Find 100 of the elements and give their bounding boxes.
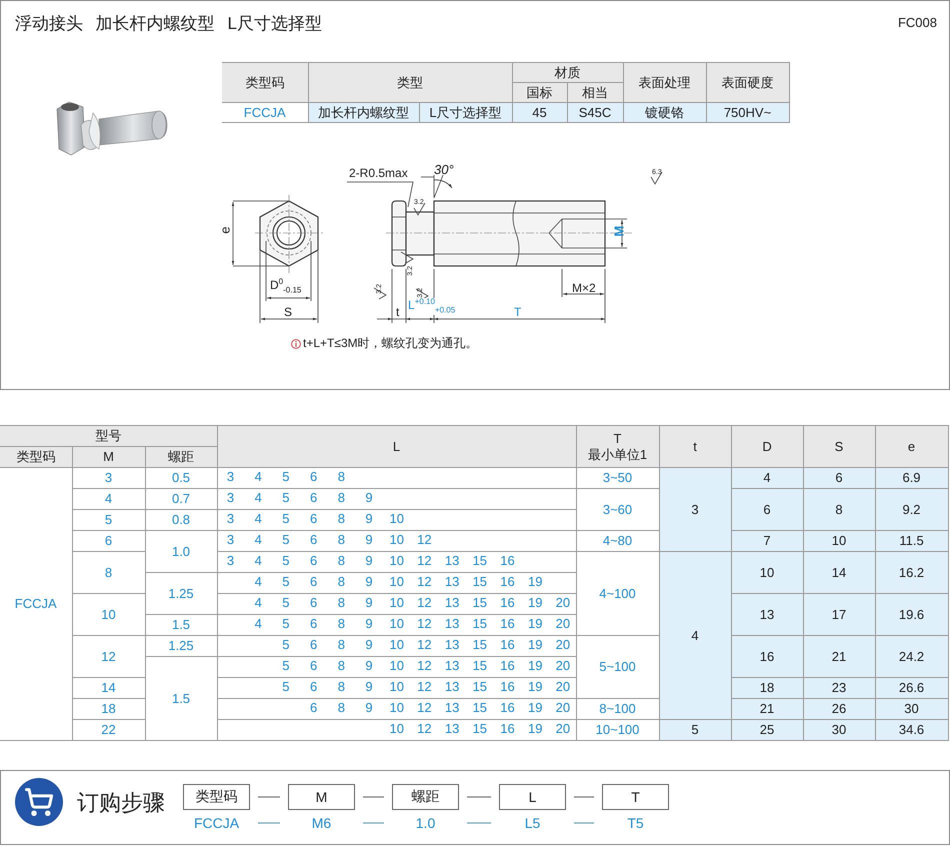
connector-line [574,822,594,824]
page-title: 浮动接头 加长杆内螺纹型 L尺寸选择型 [15,13,322,35]
column-header: 螺距 [145,446,218,468]
callout-label: 2-R0.5max [349,167,408,180]
length-option: 20 [550,658,575,674]
length-option: 13 [440,637,464,653]
column-header: 相当 [567,82,623,102]
length-option: 6 [302,511,326,527]
length-option: 19 [523,721,548,737]
length-option: 10 [384,700,409,716]
table-value: 3~50 [576,468,660,488]
field-box: T [602,784,669,810]
dimension-label: S [284,306,292,320]
length-option: 4 [246,616,270,632]
dimension-label: T [514,306,522,320]
length-option: 16 [496,574,520,590]
length-option: 10 [384,595,409,611]
table-value: 6 [731,488,804,530]
column-header: e [875,426,948,468]
column-header: 类型 [308,62,512,102]
table-value: 0.7 [145,488,218,510]
table-value: 14 [803,552,876,594]
angle-label: 30° [434,163,454,178]
connector-line [362,822,384,824]
column-header: S [803,426,876,468]
length-option: 13 [440,574,464,590]
length-option: 9 [357,595,382,611]
table-value: 0.8 [145,510,218,530]
length-option: 13 [440,658,464,674]
table-value: 23 [803,678,876,698]
length-option: 8 [329,511,354,527]
length-option: 15 [468,721,492,737]
length-option: 9 [357,700,382,716]
length-option: 9 [357,532,382,548]
length-option: 9 [357,616,382,632]
length-option: 5 [274,511,298,527]
table-value: 16 [731,636,804,678]
length-option: 10 [384,616,409,632]
dimension-label: t [396,306,400,320]
table-value: 750HV~ [706,102,789,122]
length-option: 9 [357,574,382,590]
length-option: 8 [329,532,354,548]
length-option: 3 [218,490,243,506]
length-option: 10 [384,679,409,695]
length-option: 5 [274,658,298,674]
column-header: 表面硬度 [706,62,789,102]
length-option: 20 [550,721,575,737]
table-value: FCCJA [0,468,72,740]
table-value: 24.2 [875,636,948,678]
table-value: 10 [72,594,145,636]
table-value: 6 [72,530,145,552]
length-option: 8 [329,490,354,506]
length-option: 6 [302,700,326,716]
length-option: 8 [329,679,354,695]
length-option: 9 [357,490,382,506]
length-option: 10 [384,574,409,590]
length-option: 8 [329,658,354,674]
length-option: 19 [523,616,548,632]
table-value: 1.25 [145,636,218,656]
length-option: 16 [496,679,520,695]
length-option: 3 [218,469,243,485]
table-value: 25 [731,720,804,740]
length-option: 9 [357,511,382,527]
length-option: 19 [523,700,548,716]
table-value: 34.6 [875,720,948,740]
length-option: 12 [412,553,436,569]
length-option: 12 [412,616,436,632]
length-option: 12 [412,637,436,653]
length-option: 12 [412,532,436,548]
table-value: 4 [659,552,732,720]
field-box: 类型码 [183,784,250,810]
table-value: 7 [731,530,804,552]
length-option: 8 [329,700,354,716]
length-option: 9 [357,637,382,653]
table-value: 4 [72,488,145,510]
length-option: 9 [357,553,382,569]
table-value: 21 [731,698,804,720]
table-value: 3 [72,468,145,488]
length-option: 4 [246,553,270,569]
length-option: 15 [468,658,492,674]
length-option: 10 [384,637,409,653]
table-value: 13 [731,594,804,636]
length-option: 13 [440,595,464,611]
length-option: 4 [246,511,270,527]
length-option: 8 [329,469,354,485]
table-value: 16.2 [875,552,948,594]
table-value: 4~80 [576,530,660,552]
connector-line [362,796,384,798]
column-header: 型号 [0,426,218,446]
note-text: t+L+T≤3M时，螺纹孔变为通孔。 [303,337,478,350]
length-option: 20 [550,679,575,695]
column-header: M [72,446,145,468]
column-header: t [659,426,732,468]
length-option: 5 [274,469,298,485]
table-value: 14 [72,678,145,698]
length-option: 16 [496,658,520,674]
length-option: 16 [496,721,520,737]
table-value: 19.6 [875,594,948,636]
length-option: 8 [329,595,354,611]
table-value: 5~100 [576,636,660,698]
